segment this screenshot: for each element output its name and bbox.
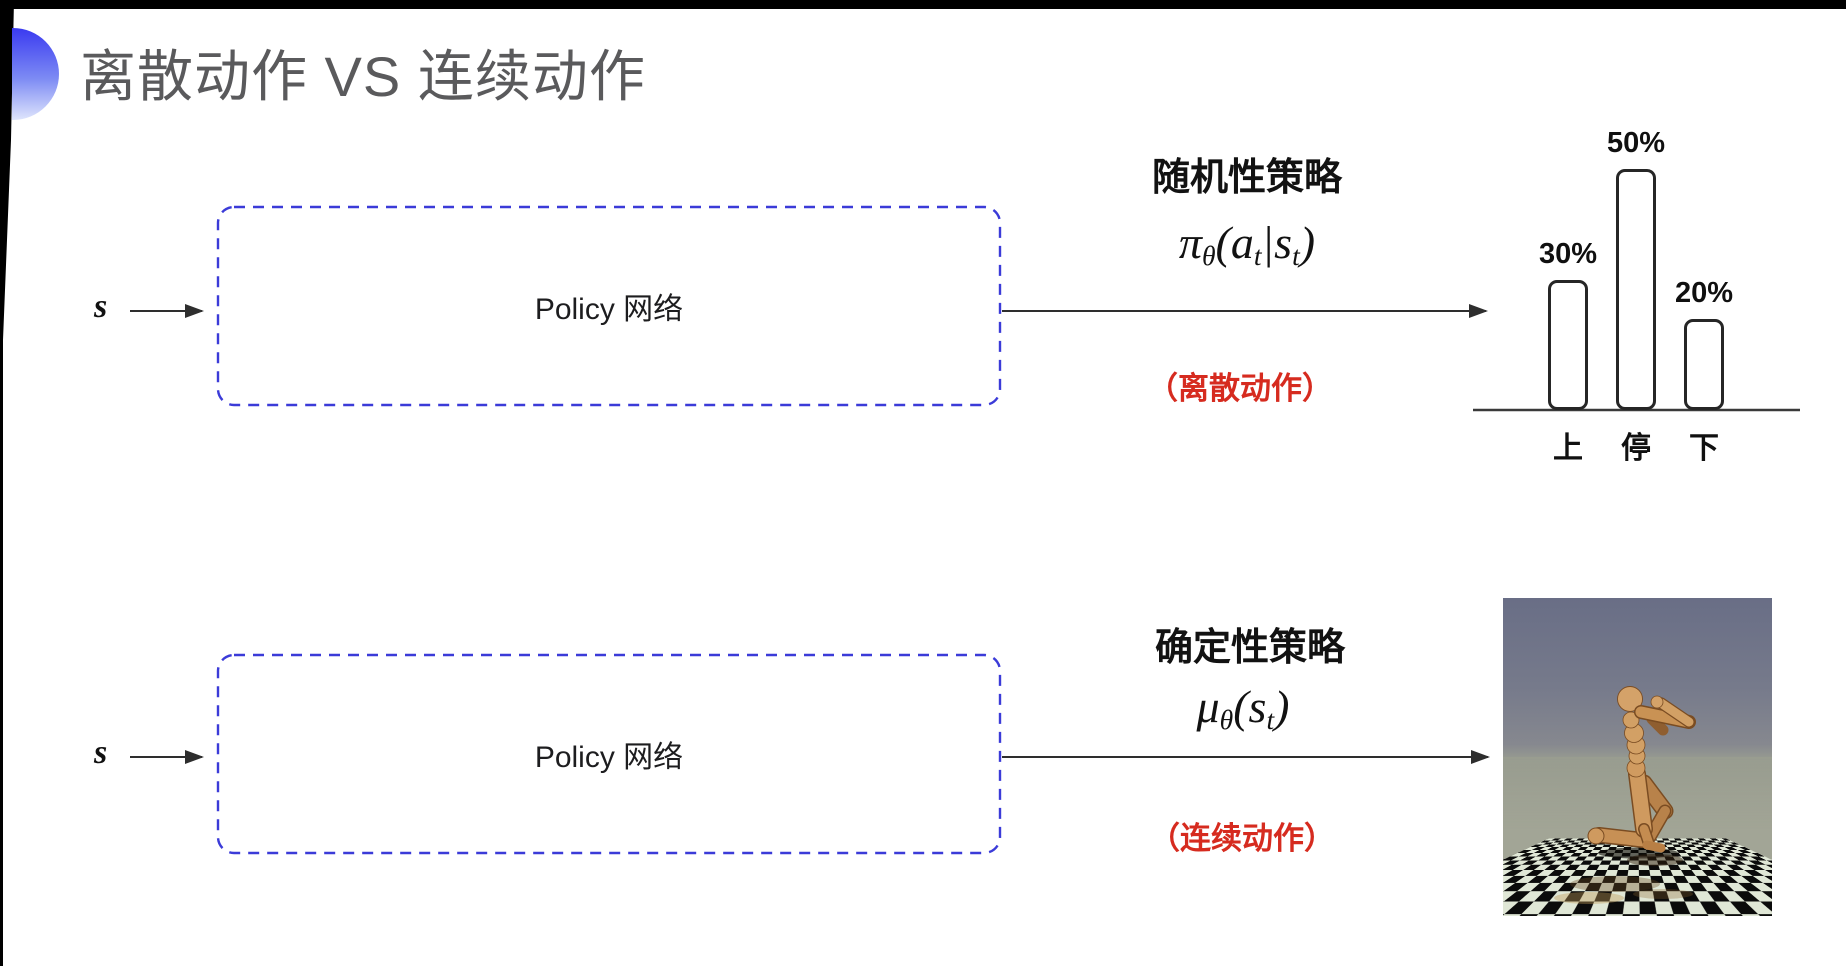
formula-symbol-subscript: θ bbox=[1219, 703, 1234, 735]
bullet-circle-icon bbox=[12, 28, 59, 120]
policy-network-label-bottom: Policy 网络 bbox=[534, 741, 684, 774]
floor-reflection bbox=[1570, 876, 1660, 892]
head bbox=[1617, 686, 1643, 712]
state-input-label-bottom: s bbox=[94, 734, 108, 771]
deterministic-policy-formula: μθ(st) bbox=[1197, 680, 1290, 736]
front-foot bbox=[1642, 840, 1666, 853]
fist bbox=[1650, 695, 1664, 709]
formula-state-arg: s bbox=[1248, 681, 1267, 732]
formula-state-arg: s bbox=[1274, 217, 1293, 268]
deterministic-policy-title: 确定性策略 bbox=[1154, 627, 1346, 669]
continuous-action-note: （连续动作） bbox=[1149, 821, 1335, 856]
discrete-action-note: （离散动作） bbox=[1147, 371, 1333, 406]
front-thigh bbox=[1629, 766, 1652, 837]
action-probability-chart: 30% 50% 20% 上 停 下 bbox=[1473, 95, 1800, 465]
ground-shin bbox=[1592, 828, 1650, 847]
policy-network-label-top: Policy 网络 bbox=[534, 293, 684, 326]
formula-action-subscript: t bbox=[1253, 239, 1262, 271]
category-label-up: 上 bbox=[1553, 432, 1583, 465]
formula-symbol-subscript: θ bbox=[1201, 239, 1216, 271]
bar-up bbox=[1548, 280, 1588, 410]
bar-down bbox=[1684, 319, 1724, 410]
forearm bbox=[1656, 698, 1694, 727]
formula-close-paren: ) bbox=[1299, 217, 1316, 268]
bar-value-label: 50% bbox=[1606, 127, 1666, 159]
formula-open-paren: ( bbox=[1233, 681, 1249, 732]
formula-symbol: μ bbox=[1196, 681, 1220, 732]
bar-column-stop: 50% bbox=[1607, 127, 1665, 410]
frame-left-bar bbox=[0, 0, 14, 966]
category-label-stop: 停 bbox=[1621, 432, 1651, 465]
bar-column-up: 30% bbox=[1539, 238, 1597, 410]
floor-reflection bbox=[1554, 892, 1624, 904]
bar-value-label: 30% bbox=[1538, 238, 1598, 270]
back-foot bbox=[1587, 827, 1605, 845]
formula-conditional-bar: | bbox=[1261, 217, 1275, 268]
back-shin bbox=[1645, 806, 1670, 842]
state-input-label-top: s bbox=[94, 288, 108, 325]
formula-state-subscript: t bbox=[1292, 239, 1300, 271]
bar-stop bbox=[1616, 169, 1656, 410]
stochastic-policy-formula: πθ(at|st) bbox=[1179, 216, 1315, 272]
formula-symbol: π bbox=[1178, 217, 1202, 268]
humanoid-simulation-image bbox=[1503, 598, 1772, 916]
floor-reflection bbox=[1633, 889, 1693, 899]
formula-action-arg: a bbox=[1230, 217, 1254, 268]
bar-column-down: 20% bbox=[1675, 277, 1733, 410]
figure-shadow bbox=[1627, 854, 1683, 866]
bar-value-label: 20% bbox=[1674, 277, 1734, 309]
formula-state-subscript: t bbox=[1266, 703, 1275, 735]
stochastic-policy-title: 随机性策略 bbox=[1151, 157, 1343, 199]
torso-segment bbox=[1622, 711, 1640, 729]
formula-open-paren: ( bbox=[1215, 217, 1231, 268]
humanoid-robot-figure bbox=[1554, 686, 1696, 904]
formula-close-paren: ) bbox=[1274, 681, 1290, 732]
page-title: 离散动作 VS 连续动作 bbox=[80, 45, 646, 108]
category-label-down: 下 bbox=[1689, 432, 1719, 465]
frame-top-bar bbox=[0, 0, 1846, 9]
